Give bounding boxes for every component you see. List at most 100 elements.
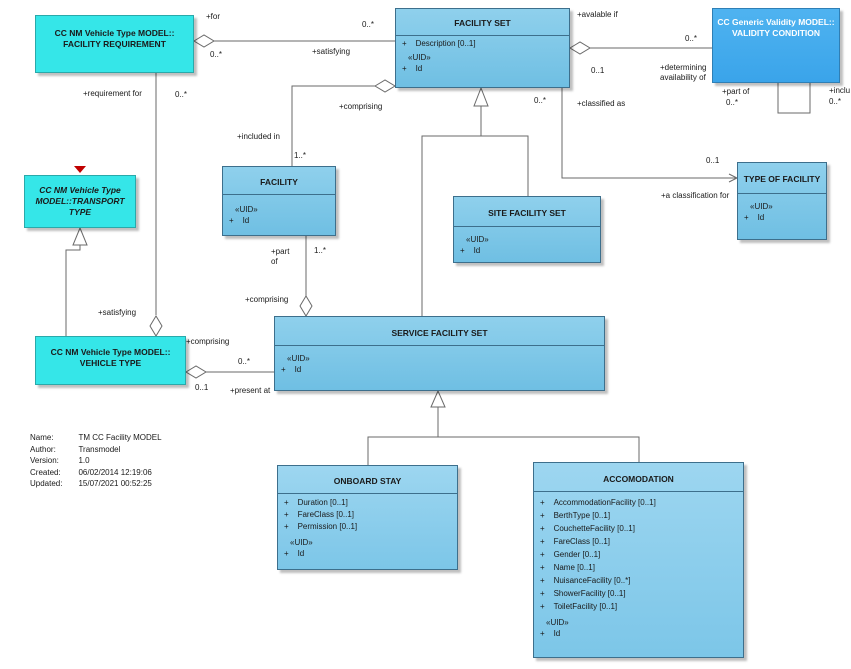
- class-title: ONBOARD STAY: [278, 466, 457, 494]
- uid-row: + Id: [223, 215, 335, 227]
- meta-key: Name:: [30, 433, 54, 442]
- multiplicity-tof: 0..1: [706, 156, 720, 165]
- visibility-marker: +: [402, 64, 407, 73]
- multiplicity-inclu: 0..*: [829, 97, 842, 106]
- class-title: CC NM Vehicle Type MODEL:: VEHICLE TYPE: [50, 347, 171, 368]
- multiplicity-vt-b: 0..1: [195, 383, 209, 392]
- visibility-marker: +: [402, 39, 407, 48]
- visibility-marker: +: [540, 563, 545, 572]
- visibility-marker: +: [540, 629, 545, 638]
- attribute-row: + BerthType [0..1]: [540, 509, 737, 522]
- multiplicity-fs-bottom: 0..*: [534, 96, 547, 105]
- role-inclu: +inclu: [829, 86, 851, 95]
- visibility-marker: +: [284, 522, 289, 531]
- class-title: CC Generic Validity MODEL:: VALIDITY CON…: [717, 17, 835, 38]
- attribute-list: + Duration [0..1] + FareClass [0..1] + P…: [278, 494, 457, 533]
- facility-class[interactable]: FACILITY «UID» + Id: [222, 166, 336, 236]
- uid-row: + Id: [396, 63, 569, 75]
- attribute-permission: Permission [0..1]: [297, 522, 358, 531]
- uid-stereotype: «UID»: [546, 618, 569, 627]
- role-classification-for: +a classification for: [661, 191, 730, 200]
- type-of-facility-class[interactable]: TYPE OF FACILITY «UID» + Id: [737, 162, 827, 240]
- attribute-gender: Gender [0..1]: [553, 550, 601, 559]
- uid-stereotype: «UID»: [750, 202, 773, 211]
- multiplicity-fac-sfs: 1..*: [314, 246, 327, 255]
- multiplicity-req: 0..*: [175, 90, 188, 99]
- uid-row: + Id: [278, 548, 457, 560]
- visibility-marker: +: [540, 511, 545, 520]
- attribute-row: + Duration [0..1]: [284, 497, 451, 509]
- role-requirement-for: +requirement for: [83, 89, 142, 98]
- role-part-of-vc: +part of: [722, 87, 750, 96]
- uid-row: + Id: [534, 628, 743, 640]
- attribute-duration: Duration [0..1]: [297, 498, 348, 507]
- role-avalable-if: +avalable if: [577, 10, 618, 19]
- class-title: FACILITY: [223, 167, 335, 195]
- role-included-in: +included in: [237, 132, 280, 141]
- class-title: SERVICE FACILITY SET: [275, 317, 604, 346]
- role-part-of-fac: +part of: [271, 247, 290, 266]
- meta-row: Author: Transmodel: [30, 444, 178, 456]
- meta-key: Version:: [30, 456, 59, 465]
- class-title: CC NM Vehicle Type MODEL:: FACILITY REQU…: [54, 28, 175, 49]
- multiplicity-fs-vc: 0..1: [591, 66, 605, 75]
- attribute-row: + ShowerFacility [0..1]: [540, 587, 737, 600]
- meta-key: Updated:: [30, 479, 63, 488]
- attribute-description: Description [0..1]: [415, 39, 476, 48]
- multiplicity-vt-a: 0..*: [238, 357, 251, 366]
- facility-requirement-class[interactable]: CC NM Vehicle Type MODEL:: FACILITY REQU…: [35, 15, 194, 73]
- uid-stereotype: «UID»: [287, 354, 310, 363]
- attribute-row: + Permission [0..1]: [284, 521, 451, 533]
- role-classified-as: +classified as: [577, 99, 626, 108]
- onboard-stay-class[interactable]: ONBOARD STAY + Duration [0..1] + FareCla…: [277, 465, 458, 570]
- facility-set-class[interactable]: FACILITY SET + Description [0..1] «UID» …: [395, 8, 570, 88]
- attribute-berth-type: BerthType [0..1]: [553, 511, 611, 520]
- vehicle-type-class[interactable]: CC NM Vehicle Type MODEL:: VEHICLE TYPE: [35, 336, 186, 385]
- visibility-marker: +: [281, 365, 286, 374]
- accomodation-class[interactable]: ACCOMODATION + AccommodationFacility [0.…: [533, 462, 744, 658]
- uid-stereotype: «UID»: [235, 205, 258, 214]
- visibility-marker: +: [284, 510, 289, 519]
- uid-id: Id: [553, 629, 561, 638]
- multiplicity-vc: 0..*: [685, 34, 698, 43]
- role-comprising-fs: +comprising: [339, 102, 383, 111]
- attribute-row: + Gender [0..1]: [540, 548, 737, 561]
- attribute-list: + AccommodationFacility [0..1] + BerthTy…: [534, 492, 743, 613]
- attribute-row: + FareClass [0..1]: [284, 509, 451, 521]
- attribute-row: + ToiletFacility [0..1]: [540, 600, 737, 613]
- meta-value: 15/07/2021 00:52:25: [78, 479, 152, 488]
- visibility-marker: +: [284, 549, 289, 558]
- diagram-metadata: Name: TM CC Facility MODEL Author: Transmo…: [30, 432, 178, 490]
- role-satisfying-top: +satisfying: [312, 47, 351, 56]
- uid-id: Id: [242, 216, 250, 225]
- visibility-marker: +: [540, 550, 545, 559]
- visibility-marker: +: [229, 216, 234, 225]
- attribute-toilet-facility: ToiletFacility [0..1]: [553, 602, 618, 611]
- meta-value: TM CC Facility MODEL: [78, 433, 162, 442]
- meta-key: Author:: [30, 444, 56, 454]
- attribute-accommodation-facility: AccommodationFacility [0..1]: [553, 498, 656, 507]
- meta-key: Created:: [30, 467, 61, 477]
- attribute-name: Name [0..1]: [553, 563, 595, 572]
- attribute-row: + Name [0..1]: [540, 561, 737, 574]
- role-comprising-sfs: +comprising: [245, 295, 289, 304]
- site-facility-set-class[interactable]: SITE FACILITY SET «UID» + Id: [453, 196, 601, 263]
- meta-row: Updated: 15/07/2021 00:52:25: [30, 478, 178, 490]
- role-present-at: +present at: [230, 386, 271, 395]
- service-facility-set-class[interactable]: SERVICE FACILITY SET «UID» + Id: [274, 316, 605, 391]
- uid-id: Id: [297, 549, 305, 558]
- attribute-fareclass: FareClass [0..1]: [297, 510, 355, 519]
- uid-id: Id: [473, 246, 481, 255]
- attribute-row: + CouchetteFacility [0..1]: [540, 522, 737, 535]
- uid-row: + Id: [275, 364, 604, 376]
- role-for: +for: [206, 12, 221, 21]
- uid-stereotype: «UID»: [290, 538, 313, 547]
- visibility-marker: +: [540, 576, 545, 585]
- meta-row: Name: TM CC Facility MODEL: [30, 432, 178, 444]
- meta-value: Transmodel: [78, 444, 121, 454]
- validity-condition-class[interactable]: CC Generic Validity MODEL:: VALIDITY CON…: [712, 8, 840, 83]
- transport-type-class[interactable]: CC NM Vehicle Type MODEL::TRANSPORT TYPE: [24, 175, 136, 228]
- visibility-marker: +: [540, 589, 545, 598]
- uid-stereotype: «UID»: [466, 235, 489, 244]
